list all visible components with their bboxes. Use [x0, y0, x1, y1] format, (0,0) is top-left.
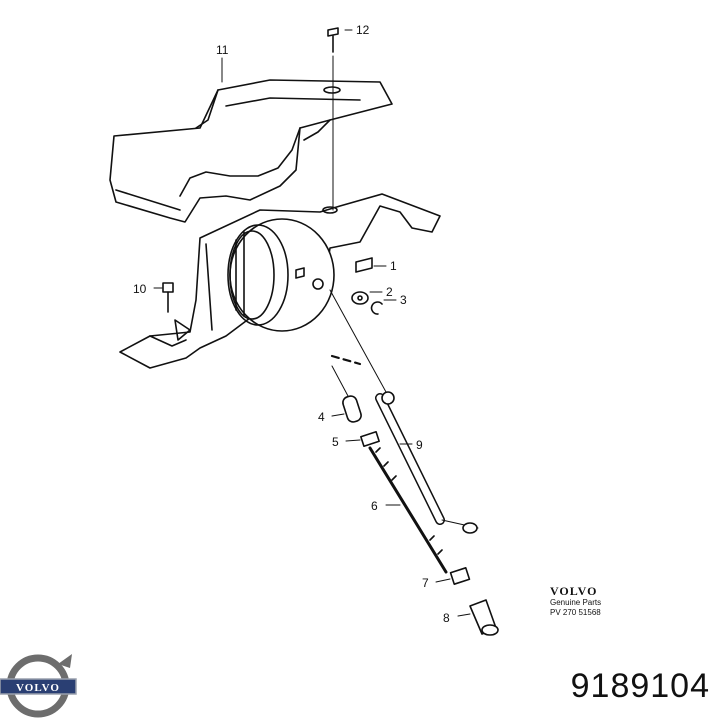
- callout-9: 9: [416, 438, 423, 452]
- callout-6: 6: [371, 499, 378, 513]
- part-number: 9189104: [570, 667, 710, 705]
- callout-labels: 1 2 3 4 5 6 7 8 9 10 11 12: [133, 23, 450, 625]
- callout-4: 4: [318, 410, 325, 424]
- volvo-logo-icon: VOLVO: [0, 654, 77, 718]
- bolt-part: [162, 282, 174, 313]
- callout-7: 7: [422, 576, 429, 590]
- leader-lines: [153, 29, 471, 617]
- stamp-brand: VOLVO: [550, 584, 598, 598]
- callout-10: 10: [133, 282, 147, 296]
- washer-part: [351, 291, 369, 305]
- callout-2: 2: [386, 285, 393, 299]
- clip-part: [355, 257, 373, 273]
- linkage-part: [329, 289, 499, 636]
- callout-1: 1: [390, 259, 397, 273]
- callout-8: 8: [443, 611, 450, 625]
- callout-11: 11: [216, 43, 229, 57]
- screw-part: [327, 27, 339, 211]
- callout-5: 5: [332, 435, 339, 449]
- stamp-code: PV 270 51568: [550, 608, 601, 617]
- circlip-part: [370, 301, 383, 315]
- callout-12: 12: [356, 23, 370, 37]
- genuine-parts-stamp: VOLVO Genuine Parts PV 270 51568: [550, 585, 660, 618]
- stamp-subtitle: Genuine Parts: [550, 598, 602, 607]
- sensor-housing: [227, 218, 335, 332]
- callout-3: 3: [400, 293, 407, 307]
- logo-text: VOLVO: [16, 682, 60, 694]
- cover-part: [109, 79, 393, 223]
